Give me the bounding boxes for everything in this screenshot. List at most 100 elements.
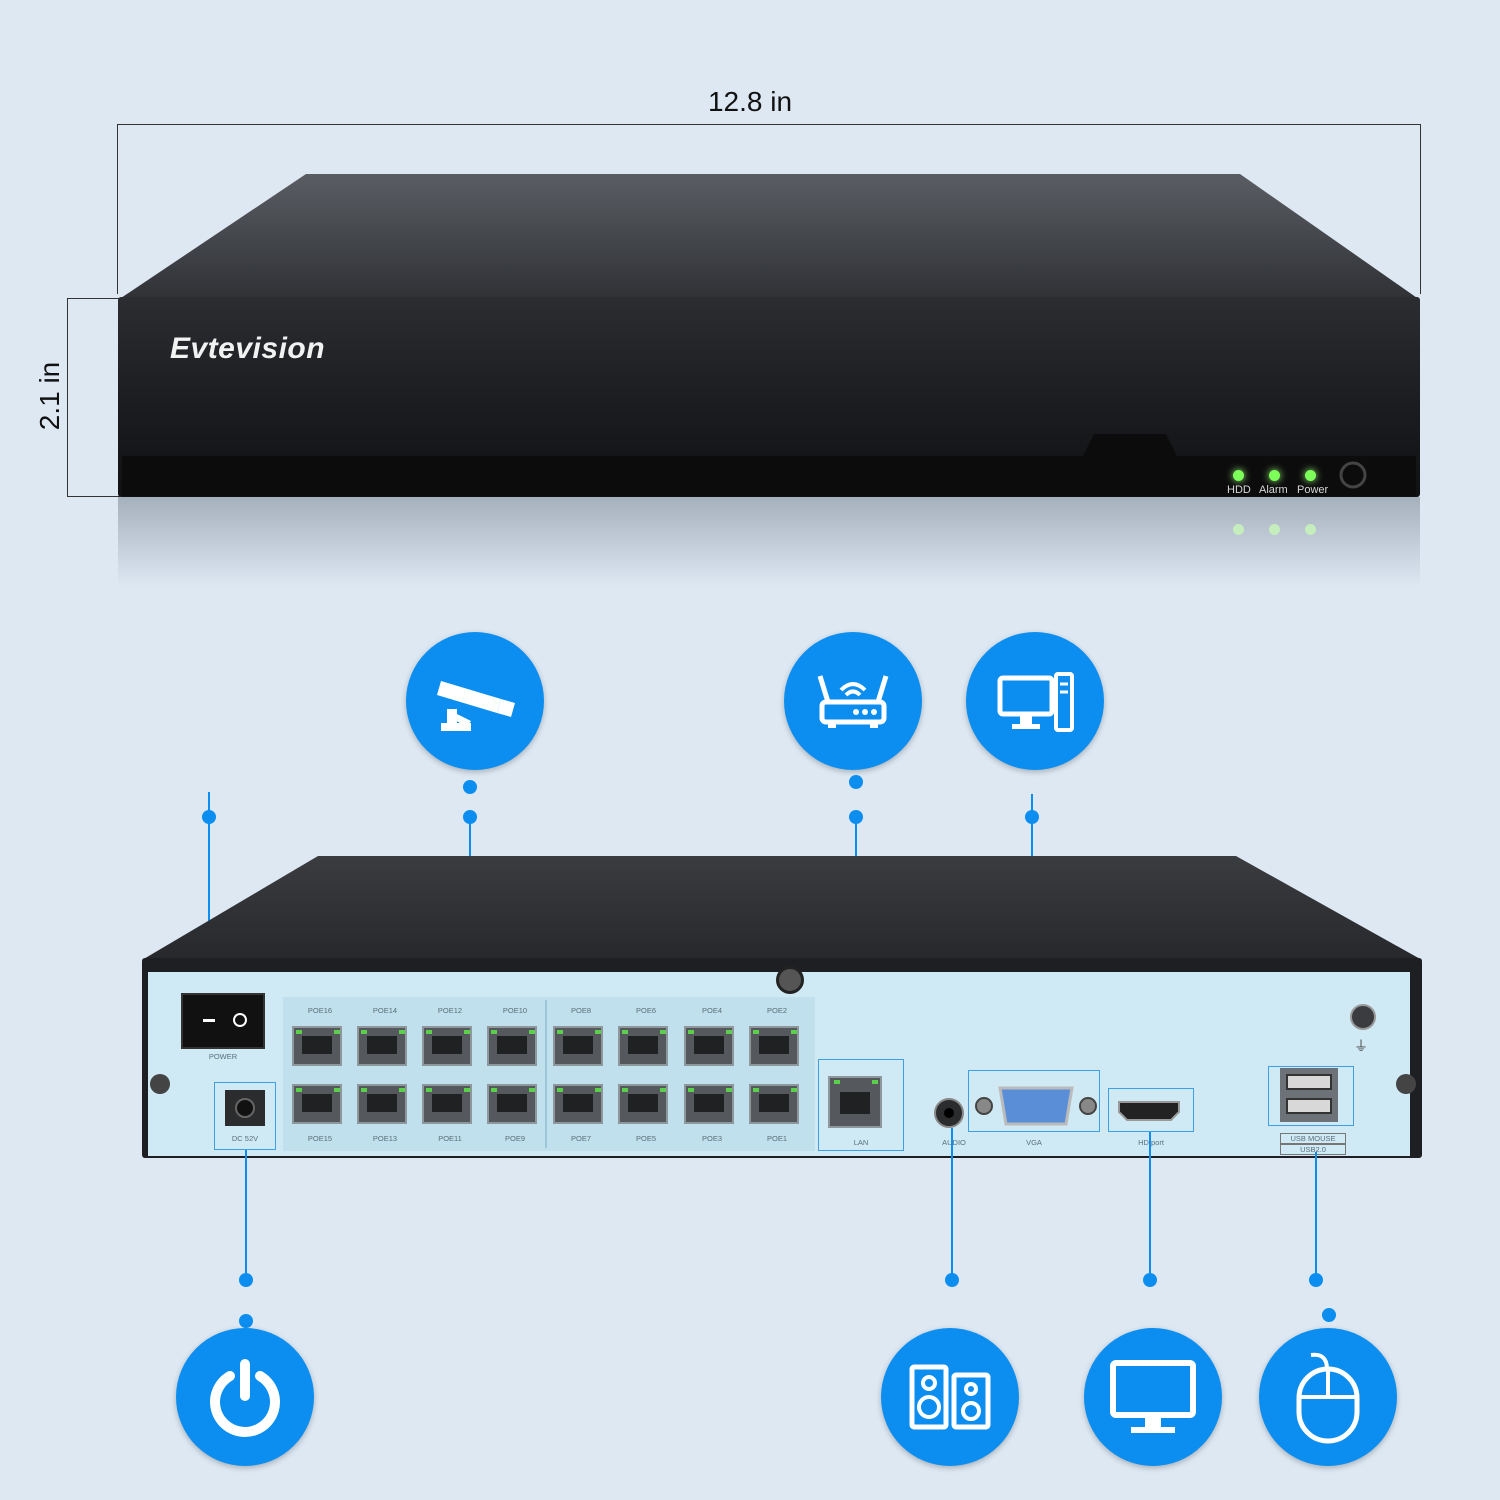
lan-port-label: LAN [853, 1138, 869, 1147]
poe-port[interactable] [618, 1026, 668, 1066]
router-connector-dot-top [849, 775, 863, 789]
screw-right-icon [1396, 1074, 1416, 1094]
audio-connector-line [951, 1128, 953, 1282]
device-front-lip [122, 456, 1416, 496]
ir-sensor-icon [1339, 461, 1367, 489]
front-recess [1080, 434, 1180, 462]
vga-port[interactable] [974, 1082, 1098, 1128]
usb-port-stack[interactable] [1280, 1068, 1338, 1122]
power-switch-label: POWER [208, 1052, 238, 1061]
mouse-icon [1296, 1352, 1360, 1444]
height-dimension-tick-top [67, 298, 120, 299]
power-led-reflection [1305, 524, 1316, 535]
hdd-led-label: HDD [1227, 484, 1251, 496]
poe-port-block [283, 997, 815, 1151]
power-switch-off-mark [233, 1013, 247, 1027]
width-dimension-label: 12.8 in [707, 86, 793, 117]
camera-connector-dot-top [463, 780, 477, 794]
hdmi-port-label: HD port [1138, 1138, 1164, 1147]
usb-connector-line [1315, 1152, 1317, 1282]
vga-port-label: VGA [1026, 1138, 1042, 1147]
poe-port-label: POE4 [701, 1006, 722, 1015]
dc-port-label: DC 52V [231, 1134, 259, 1143]
poe-port-label: POE16 [307, 1006, 333, 1015]
poe-port-label: POE6 [635, 1006, 656, 1015]
dc-power-port[interactable] [225, 1090, 265, 1126]
poe-port[interactable] [422, 1084, 472, 1124]
monitor-icon-circle [1084, 1328, 1222, 1466]
router-icon-circle [784, 632, 922, 770]
lan-highlight [818, 1059, 904, 1151]
width-dimension-tick-right [1420, 124, 1421, 294]
audio-port[interactable] [934, 1098, 964, 1128]
device-top-surface [118, 174, 1420, 300]
brand-logo: Evtevision [170, 332, 326, 365]
poe-port-label: POE9 [504, 1134, 525, 1143]
camera-connector-dot [463, 810, 477, 824]
hdmi-connector-dot [1143, 1273, 1157, 1287]
poe-port[interactable] [487, 1026, 537, 1066]
power-led-label: Power [1297, 484, 1329, 496]
poe-port[interactable] [357, 1026, 407, 1066]
poe-port-label: POE3 [701, 1134, 722, 1143]
lan-connector-dot [849, 810, 863, 824]
usb-label-2: USB2.0 [1280, 1144, 1346, 1155]
poe-port[interactable] [487, 1084, 537, 1124]
vga-connector-dot [1025, 810, 1039, 824]
power-switch[interactable] [181, 993, 265, 1049]
poe-port[interactable] [684, 1026, 734, 1066]
poe-port-label: POE7 [570, 1134, 591, 1143]
device-reflection [118, 497, 1420, 587]
power-icon [210, 1359, 280, 1437]
poe-port[interactable] [749, 1084, 799, 1124]
hdmi-highlight [1108, 1088, 1194, 1132]
width-dimension-tick-left [117, 124, 118, 294]
poe-port[interactable] [553, 1026, 603, 1066]
poe-port[interactable] [422, 1026, 472, 1066]
audio-jack-icon [944, 1108, 954, 1118]
lan-port[interactable] [828, 1076, 882, 1128]
power-switch-dot [202, 810, 216, 824]
dc-connector-dot-bottom [239, 1314, 253, 1328]
alarm-led-reflection [1269, 524, 1280, 535]
poe-port-label: POE15 [307, 1134, 333, 1143]
poe-port-label: POE14 [372, 1006, 398, 1015]
screw-icon [776, 966, 804, 994]
poe-port-label: POE10 [502, 1006, 528, 1015]
hdmi-connector-line [1149, 1132, 1151, 1282]
poe-port[interactable] [618, 1084, 668, 1124]
usb-label-1: USB MOUSE [1280, 1133, 1346, 1144]
mouse-icon-circle [1259, 1328, 1397, 1466]
poe-port-label: POE2 [766, 1006, 787, 1015]
poe-port[interactable] [749, 1026, 799, 1066]
usb-port-2[interactable] [1286, 1098, 1332, 1114]
usb-connector-dot [1309, 1273, 1323, 1287]
poe-port[interactable] [357, 1084, 407, 1124]
poe-port-label: POE8 [570, 1006, 591, 1015]
back-top-surface [142, 856, 1422, 960]
poe-port-label: POE13 [372, 1134, 398, 1143]
camera-icon [437, 681, 515, 731]
monitor-pc-icon [997, 672, 1074, 732]
screw-left-icon [150, 1074, 170, 1094]
poe-port[interactable] [553, 1084, 603, 1124]
dc-jack-icon [235, 1098, 255, 1118]
usb-port-1[interactable] [1286, 1074, 1332, 1090]
audio-connector-dot [945, 1273, 959, 1287]
dc-connector-line [245, 1150, 247, 1282]
hdd-led-reflection [1233, 524, 1244, 535]
usb-highlight [1268, 1066, 1354, 1126]
power-icon-circle [176, 1328, 314, 1466]
power-led [1305, 470, 1316, 481]
vga-highlight [968, 1070, 1100, 1132]
hdmi-port[interactable] [1117, 1100, 1181, 1122]
poe-port-label: POE11 [438, 1134, 462, 1143]
poe-port-label: POE5 [635, 1134, 656, 1143]
camera-icon-circle [406, 632, 544, 770]
poe-port[interactable] [292, 1026, 342, 1066]
speaker-icon [909, 1364, 991, 1430]
height-dimension-line [67, 298, 68, 496]
speaker-icon-circle [881, 1328, 1019, 1466]
poe-port[interactable] [292, 1084, 342, 1124]
poe-port[interactable] [684, 1084, 734, 1124]
